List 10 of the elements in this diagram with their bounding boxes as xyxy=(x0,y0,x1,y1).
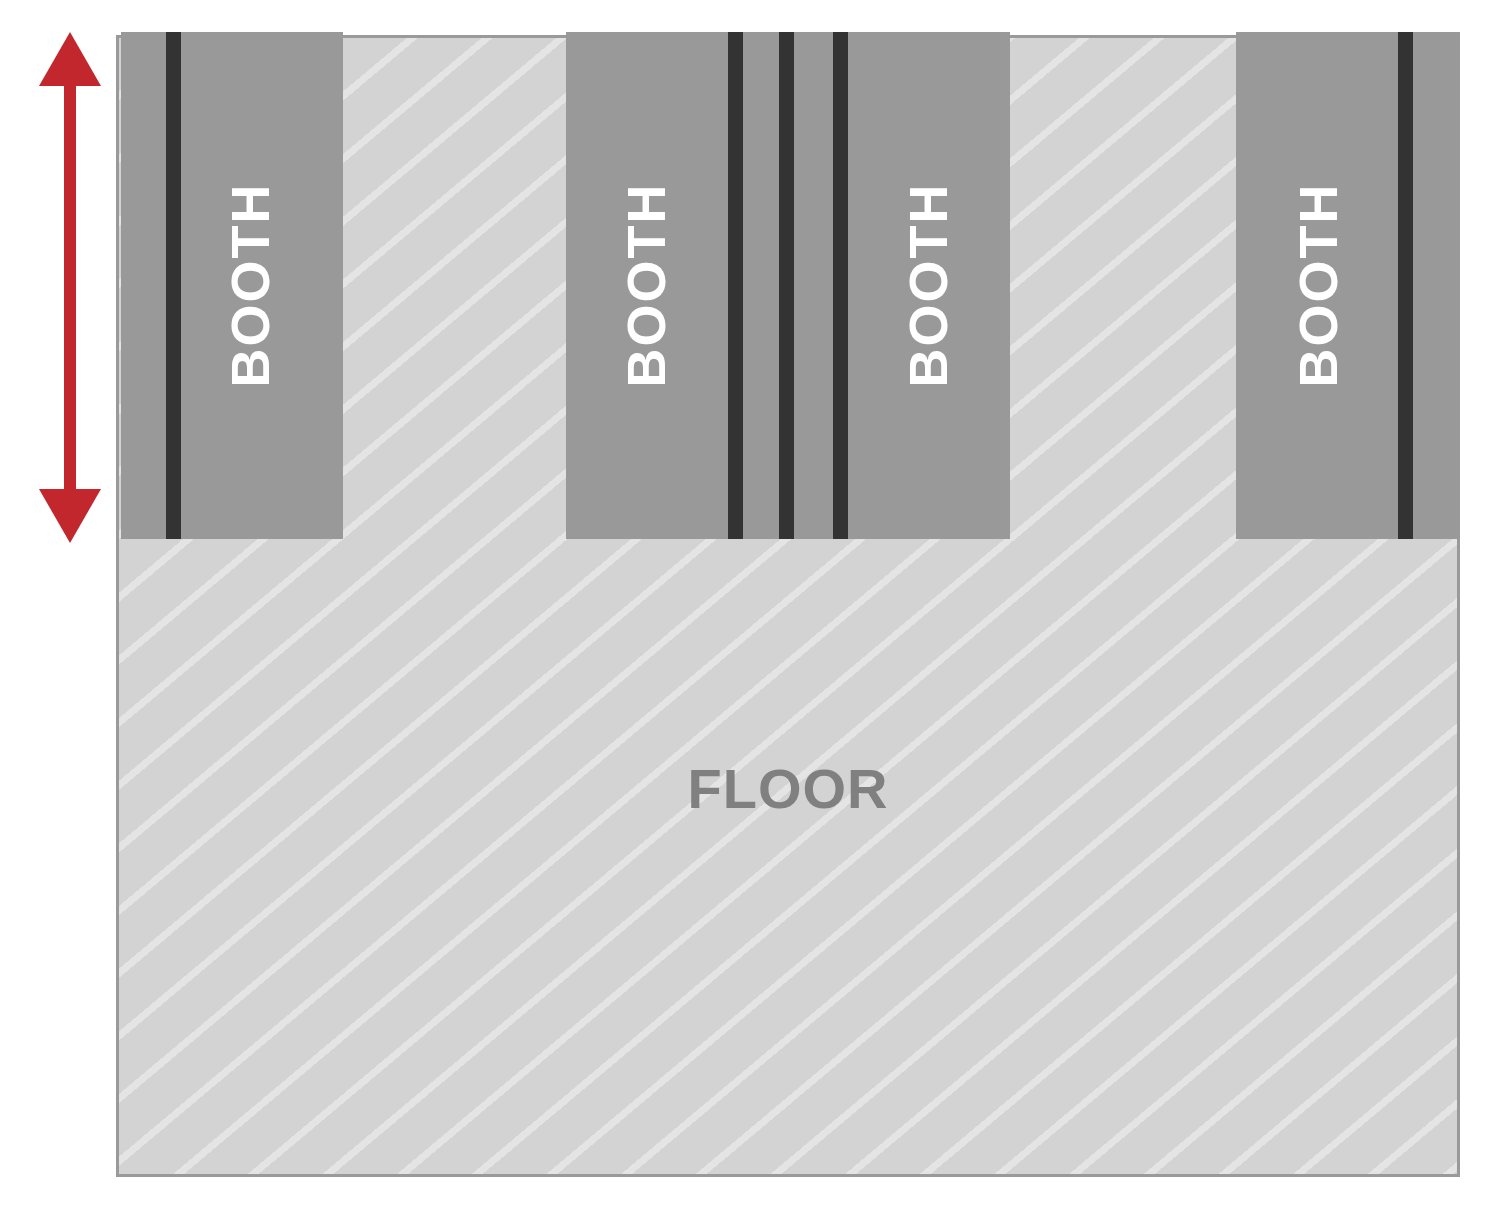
floor-area xyxy=(116,35,1460,1177)
booth-label: BOOTH xyxy=(897,182,959,388)
booth-block xyxy=(566,32,743,539)
floor-label: FLOOR xyxy=(687,755,889,821)
booth-block xyxy=(121,32,343,539)
booth-label: BOOTH xyxy=(1287,182,1349,388)
booth-block xyxy=(833,32,1010,539)
booth-block xyxy=(1236,32,1460,539)
booth-label: BOOTH xyxy=(615,182,677,388)
booth-label: BOOTH xyxy=(219,182,281,388)
